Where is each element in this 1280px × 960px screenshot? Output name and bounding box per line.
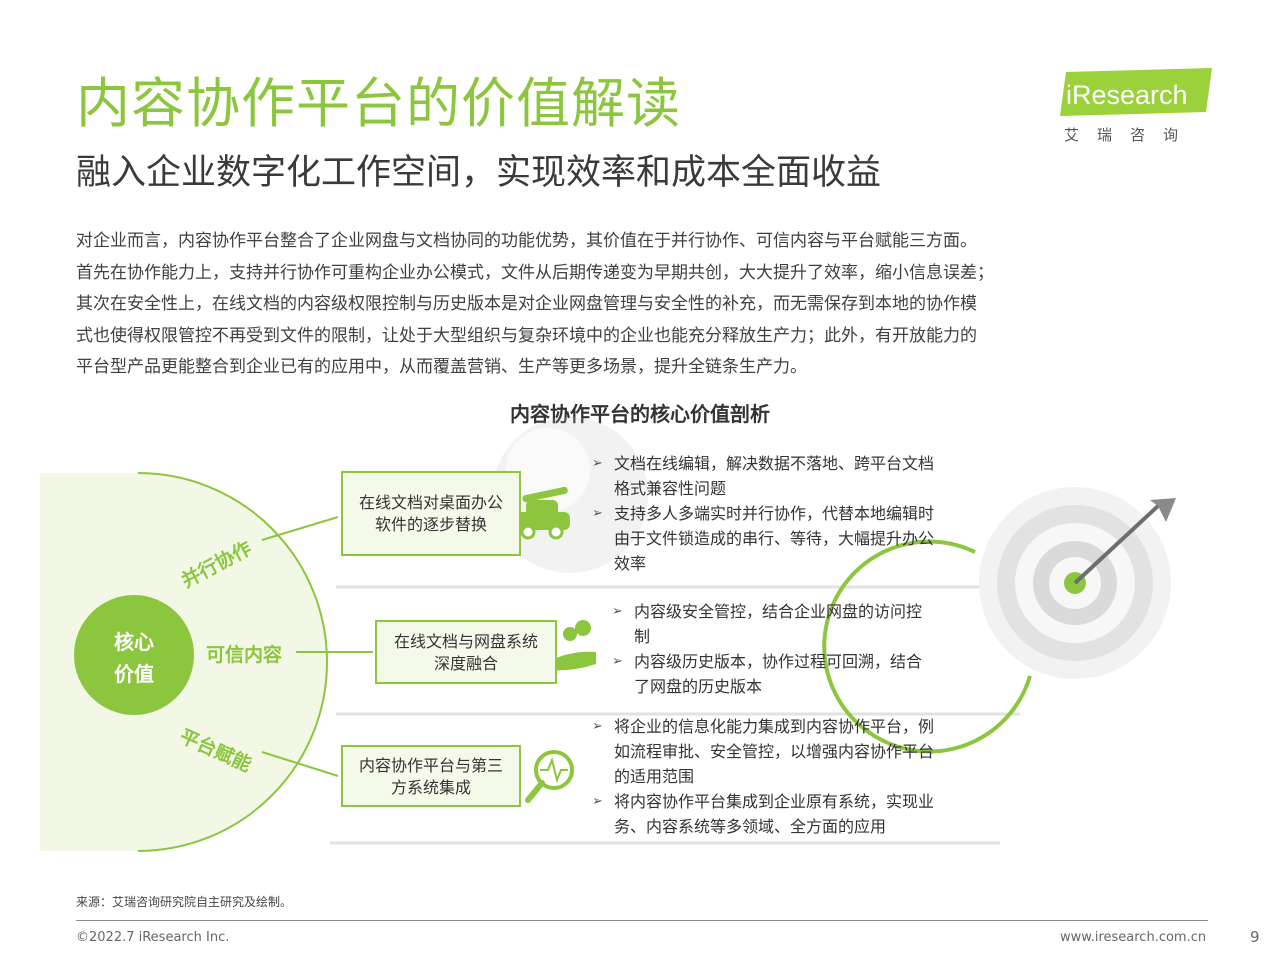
- box-line: 深度融合: [433, 654, 498, 673]
- bullet-line: 务、内容系统等多领域、全方面的应用: [614, 817, 887, 836]
- value-box-trusted: 在线文档与网盘系统 深度融合: [375, 620, 557, 684]
- bullet-line: 内容级安全管控，结合企业网盘的访问控: [634, 602, 923, 621]
- intro-line: 首先在协作能力上，支持并行协作可重构企业办公模式，文件从后期传递变为早期共创，大…: [76, 262, 994, 283]
- bullet-line: 由于文件锁造成的串行、等待，大幅提升办公: [614, 529, 935, 548]
- core-circle: [74, 595, 194, 715]
- core-value-label: 核心 价值: [88, 626, 180, 690]
- bullet-line: 将企业的信息化能力集成到内容协作平台，例: [614, 717, 935, 736]
- bullet-item: 内容级安全管控，结合企业网盘的访问控 制: [612, 599, 982, 649]
- bullet-line: 支持多人多端实时并行协作，代替本地编辑时: [614, 504, 935, 523]
- website-link[interactable]: www.iresearch.com.cn: [1060, 930, 1207, 945]
- coin-hand-icon: [548, 620, 596, 671]
- bullet-item: 支持多人多端实时并行协作，代替本地编辑时 由于文件锁造成的串行、等待，大幅提升办…: [592, 501, 992, 576]
- bullet-item: 内容级历史版本，协作过程可回溯，结合 了网盘的历史版本: [612, 649, 982, 699]
- core-line1: 核心: [114, 630, 154, 654]
- intro-line: 平台型产品更能整合到企业已有的应用中，从而覆盖营销、生产等更多场景，提升全链条生…: [76, 357, 807, 377]
- intro-line: 其次在安全性上，在线文档的内容级权限控制与历史版本是对企业网盘管理与安全性的补充…: [76, 294, 977, 314]
- bullet-line: 如流程审批、安全管控，以增强内容协作平台: [614, 742, 935, 761]
- diagram-title: 内容协作平台的核心价值剖析: [510, 402, 770, 426]
- bullet-list-platform: 将企业的信息化能力集成到内容协作平台，例 如流程审批、安全管控，以增强内容协作平…: [592, 714, 992, 839]
- page-title: 内容协作平台的价值解读: [76, 72, 681, 135]
- intro-line: 式也使得权限管控不再受到文件的限制，让处于大型组织与复杂环境中的企业也能充分释放…: [76, 325, 977, 346]
- box-line: 在线文档对桌面办公: [358, 493, 503, 512]
- bullet-line: 了网盘的历史版本: [634, 677, 763, 696]
- value-arc-border: [137, 472, 328, 852]
- value-box-parallel: 在线文档对桌面办公 软件的逐步替换: [341, 471, 521, 556]
- copyright: ©2022.7 iResearch Inc.: [76, 930, 230, 945]
- bullet-item: 将企业的信息化能力集成到内容协作平台，例 如流程审批、安全管控，以增强内容协作平…: [592, 714, 992, 789]
- bullet-line: 的适用范围: [614, 767, 695, 786]
- bullet-item: 将内容协作平台集成到企业原有系统，实现业 务、内容系统等多领域、全方面的应用: [592, 789, 992, 839]
- bullet-item: 文档在线编辑，解决数据不落地、跨平台文档 格式兼容性问题: [592, 451, 992, 501]
- target-arrow-icon: [822, 487, 1176, 754]
- bullet-line: 效率: [614, 554, 647, 573]
- bullet-line: 格式兼容性问题: [614, 479, 727, 498]
- page-number: 9: [1250, 928, 1260, 946]
- connector-line: [261, 516, 339, 541]
- bullet-list-trusted: 内容级安全管控，结合企业网盘的访问控 制 内容级历史版本，协作过程可回溯，结合 …: [612, 599, 982, 699]
- box-line: 方系统集成: [390, 778, 471, 797]
- bullet-line: 将内容协作平台集成到企业原有系统，实现业: [614, 792, 935, 811]
- box-line: 在线文档与网盘系统: [393, 632, 538, 651]
- footer-divider: [76, 920, 1208, 921]
- magnifier-pulse-icon: [525, 750, 574, 803]
- bullet-line: 文档在线编辑，解决数据不落地、跨平台文档: [614, 454, 935, 473]
- logo-text: iResearch: [1066, 80, 1188, 110]
- source-note: 来源：艾瑞咨询研究院自主研究及绘制。: [76, 895, 293, 909]
- bullet-line: 内容级历史版本，协作过程可回溯，结合: [634, 652, 923, 671]
- page-subtitle: 融入企业数字化工作空间，实现效率和成本全面收益: [76, 153, 882, 193]
- bullet-list-parallel: 文档在线编辑，解决数据不落地、跨平台文档 格式兼容性问题 支持多人多端实时并行协…: [592, 451, 992, 576]
- wrench-car-icon: [514, 486, 570, 540]
- core-line2: 价值: [114, 662, 154, 686]
- intro-line: 对企业而言，内容协作平台整合了企业网盘与文档协同的功能优势，其价值在于并行协作、…: [76, 231, 977, 251]
- connector-line: [261, 751, 339, 777]
- logo-badge: [1060, 68, 1212, 116]
- value-box-platform: 内容协作平台与第三 方系统集成: [341, 745, 521, 807]
- box-line: 软件的逐步替换: [374, 515, 487, 534]
- logo-subtext: 艾瑞咨询: [1064, 126, 1197, 144]
- box-line: 内容协作平台与第三: [358, 756, 503, 775]
- bullet-line: 制: [634, 627, 651, 646]
- arc-label-trusted: 可信内容: [206, 644, 283, 666]
- intro-paragraph: 对企业而言，内容协作平台整合了企业网盘与文档协同的功能优势，其价值在于并行协作、…: [76, 226, 1226, 384]
